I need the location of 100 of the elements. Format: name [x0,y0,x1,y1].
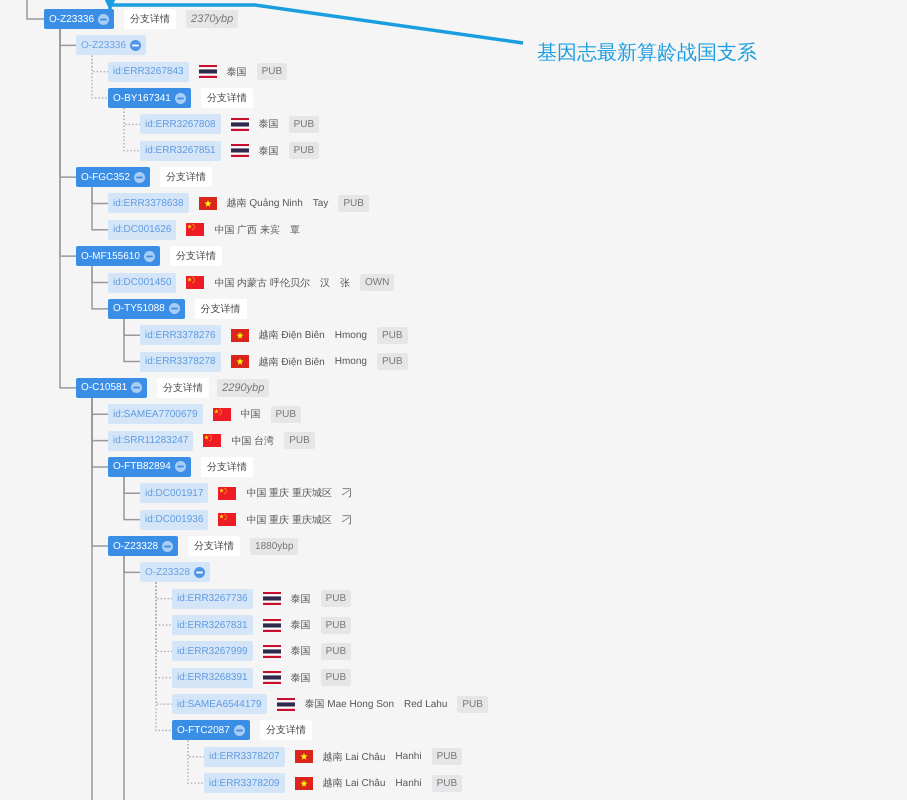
branch-details-tag: 分支详情 [170,246,222,266]
tag: PUB [338,194,369,212]
haplogroup-name: O-Z23336 [81,40,126,51]
sample-id-box: id:ERR3267851 [140,140,221,161]
sample-info-text: 中国 重庆 重庆城区 [246,486,332,500]
branch-details-tag: 分支详情 [194,298,247,319]
sample-id-box: id:ERR3378207 [204,746,285,767]
haplogroup-name: O-Z23328 [145,566,190,578]
tree-connector [187,740,204,784]
tag: PUB [432,748,462,766]
sample-info-text: 中国 [240,408,261,422]
sample-info-text: 泰国 [290,619,311,632]
branch-details-tag: 分支详情 [188,536,240,556]
sample-info-text: 中国 广西 来宾 [214,224,280,237]
tag: OWN [360,274,394,291]
haplogroup-name: O-FTB82894 [113,461,171,472]
sample-id-box: id:ERR3378638 [108,193,189,214]
tag: PUB [288,142,320,160]
sample-id-box: id:ERR3267736 [172,588,253,609]
haplogroup-name: O-MF155610 [81,250,140,262]
sample-info-text: 泰国 [290,672,311,685]
sample-info-text: 越南 Lai Châu [322,776,386,790]
tag: PUB [284,432,315,450]
haplogroup-name: O-C10581 [81,382,128,394]
sample-info-text: 泰国 [258,144,279,158]
haplogroup-name: O-FGC352 [81,172,130,183]
sample-info-text: 泰国 [290,645,311,658]
tree-connector [123,476,140,520]
sample-info-text: Hanhi [395,751,422,762]
sample-id-box: id:ERR3378209 [204,773,285,794]
sample-id-box: id:ERR3378278 [140,352,221,372]
sample-id-box: id:ERR3267831 [172,615,253,636]
sample-info-text: Tay [312,198,328,209]
sample-info-text: 越南 Quảng Ninh [226,196,303,210]
sample-info-text: 张 [340,276,350,290]
tag: PUB [320,616,352,634]
sample-id-box: id:DC001917 [140,483,208,504]
haplogroup-box [76,246,160,266]
haplogroup-box [108,88,191,108]
sample-id-box: id:SAMEA7700679 [108,404,203,424]
sample-info-text: 泰国 [258,118,279,132]
sample-id-box: id:ERR3378276 [140,325,221,346]
sample-id-box: id:SRR11283247 [108,430,194,451]
sample-info-text: 越南 Lai Châu [322,750,386,764]
haplogroup-box [108,456,191,477]
tag: PUB [377,326,408,344]
branch-details-tag: 分支详情 [157,378,210,398]
sample-info-text: Hmong [334,356,367,368]
annotation-text: 基因志最新算龄战国支系 [537,39,757,66]
tag: PUB [288,116,320,133]
sample-info-text: 覃 [290,224,300,237]
tag: PUB [457,696,488,713]
sample-id-box: id:ERR3267808 [140,114,221,134]
sample-info-text: 刁 [342,487,352,500]
age-tag: 2290ybp [217,378,270,397]
tree-connector [155,582,172,732]
tag: PUB [377,353,408,370]
tree-connector [59,29,76,389]
tree-connector [123,108,140,152]
sample-id-box: id:SAMEA6544179 [172,694,267,714]
haplogroup-box [108,298,185,319]
tag: PUB [320,590,352,608]
sample-id-box: id:DC001936 [140,510,208,530]
sample-id-box: id:DC001450 [108,272,176,292]
sample-id-box: id:ERR3268391 [172,668,253,688]
haplogroup-box [108,536,178,556]
sample-info-text: Hmong [334,330,367,341]
sample-info-text: 刁 [342,514,352,527]
tag: 1880ybp [250,538,298,554]
sample-info-text: 泰国 Mae Hong Son [304,698,394,712]
tree-connector [123,556,125,800]
branch-details-tag: 分支详情 [200,88,253,108]
tag: PUB [270,406,302,423]
sample-info-text: Hanhi [395,778,422,789]
age-tag: 2370ybp [186,10,238,28]
haplogroup-name: O-TY51088 [113,303,165,314]
sample-info-text: 泰国 [290,592,311,606]
tag: PUB [320,669,352,686]
tree-connector [26,0,44,20]
branch-details-tag: 分支详情 [260,720,312,740]
branch-details-tag: 分支详情 [124,9,176,29]
haplogroup-box [76,378,148,398]
haplogroup-name: O-BY167341 [113,92,171,104]
sample-info-text: 泰国 [226,66,247,79]
branch-details-tag: 分支详情 [200,456,253,477]
haplogroup-name: O-Z23336 [49,14,94,24]
tree-connector [123,318,140,362]
tag: PUB [256,63,288,80]
sample-id-box: id:ERR3267843 [108,62,189,82]
sample-id-box: id:ERR3267999 [172,641,253,662]
sample-info-text: 中国 台湾 [231,434,274,448]
tree-connector [91,187,108,231]
subclade-box [76,35,146,56]
subclade-box [140,562,210,582]
tree-connector [91,266,108,310]
sample-info-text: 越南 Điện Biên [258,328,325,342]
sample-info-text: 中国 内蒙古 呼伦贝尔 [214,276,310,290]
sample-info-text: 中国 重庆 重庆城区 [246,514,332,527]
branch-details-tag: 分支详情 [160,167,212,188]
callout-arrow [102,0,524,45]
